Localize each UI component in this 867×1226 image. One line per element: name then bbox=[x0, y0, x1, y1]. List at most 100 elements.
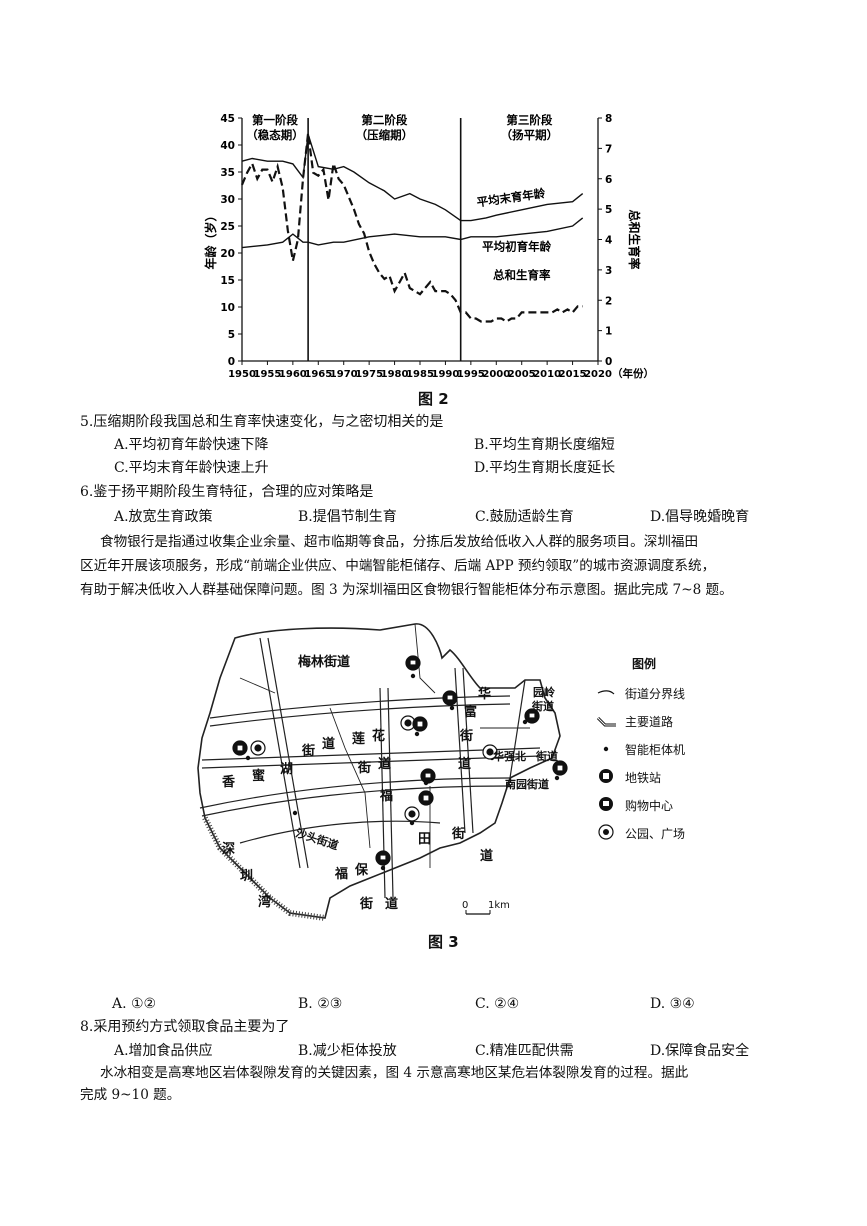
smart-cabinet bbox=[554, 775, 560, 781]
label-jie-s: 街 bbox=[451, 826, 465, 842]
x-tick-label: 2010 bbox=[533, 369, 561, 380]
stage-name: 第一阶段 bbox=[252, 113, 298, 127]
label-bao: 保 bbox=[354, 862, 369, 878]
legend-item-cabinet: 智能柜体机 bbox=[625, 742, 685, 757]
park-icon bbox=[482, 744, 498, 760]
x-tick-label: 1970 bbox=[330, 369, 358, 380]
q5-stem: 5.压缩期阶段我国总和生育率快速变化，与之密切相关的是 bbox=[80, 414, 444, 430]
boundary-5 bbox=[239, 677, 276, 694]
stage-subtitle: （扬平期） bbox=[501, 128, 559, 142]
x-tick-label: 1950 bbox=[228, 369, 256, 380]
series-line bbox=[241, 133, 584, 222]
shopping-center-icon bbox=[375, 850, 391, 866]
label-tian: 田 bbox=[418, 832, 431, 847]
fertility-age-chart: 0510152025303540450123456781950195519601… bbox=[203, 113, 654, 380]
shopping-center-icon bbox=[405, 655, 421, 671]
y-left-tick-label: 25 bbox=[220, 221, 235, 233]
label-xiang: 香 bbox=[221, 774, 236, 790]
legend-item-park: 公园、广场 bbox=[625, 827, 685, 841]
q8-option-b: B.减少柜体投放 bbox=[298, 1043, 397, 1059]
x-tick-label: 2015 bbox=[559, 369, 587, 380]
smart-cabinet bbox=[380, 865, 386, 871]
legend-subway-icon bbox=[599, 769, 613, 783]
series-line bbox=[240, 133, 583, 323]
smart-cabinet bbox=[410, 673, 416, 679]
q5-option-b: B.平均生育期长度缩短 bbox=[474, 437, 615, 453]
stage-subtitle: （压缩期） bbox=[356, 128, 414, 142]
label-futian-fu: 福 bbox=[334, 866, 348, 882]
main-road-v3b bbox=[462, 667, 474, 834]
legend-park-icon bbox=[598, 824, 614, 840]
park-icon bbox=[404, 806, 420, 822]
legend-boundary-icon bbox=[597, 690, 615, 695]
shenzhen-bay-coast bbox=[202, 816, 326, 921]
label-jiedao2: 街道 bbox=[535, 749, 558, 763]
subway-station-icon bbox=[418, 790, 434, 806]
x-tick-label: 1960 bbox=[279, 369, 307, 380]
x-tick-label: 1975 bbox=[355, 369, 383, 380]
x-tick-label: 1980 bbox=[381, 369, 409, 380]
figure3-caption: 图 3 bbox=[428, 933, 459, 951]
shopping-center-icon bbox=[524, 708, 540, 724]
q8-option-a: A.增加食品供应 bbox=[114, 1043, 213, 1059]
y-right-tick-label: 8 bbox=[605, 113, 612, 125]
q8-stem: 8.采用预约方式领取食品主要为了 bbox=[80, 1019, 290, 1035]
label-lian: 莲 bbox=[352, 731, 365, 747]
main-road-v4 bbox=[509, 679, 526, 779]
y-left-tick-label: 20 bbox=[220, 248, 235, 260]
q5-option-d: D.平均生育期长度延长 bbox=[474, 460, 616, 476]
label-dao-s: 道 bbox=[480, 848, 493, 864]
futian-map: 梅林街道 华 富 街 道 园岭 街道 香 蜜 湖 街 道 莲 花 街 道 华强北… bbox=[197, 623, 685, 921]
q7-option-c: C. ②④ bbox=[475, 996, 520, 1012]
stage-name: 第三阶段 bbox=[506, 113, 552, 127]
passage2-line2: 完成 9~10 题。 bbox=[80, 1087, 181, 1103]
smart-cabinet bbox=[409, 820, 415, 826]
figure2-caption: 图 2 bbox=[418, 390, 449, 408]
smart-cabinet bbox=[292, 810, 298, 816]
park-icon bbox=[250, 740, 266, 756]
y-right-tick-label: 5 bbox=[605, 204, 612, 216]
q8-option-d: D.保障食品安全 bbox=[650, 1043, 750, 1059]
boundary-2 bbox=[414, 623, 436, 694]
y-right-tick-label: 1 bbox=[605, 326, 612, 338]
label-meilin: 梅林街道 bbox=[298, 654, 350, 670]
main-road-3b bbox=[201, 785, 511, 817]
label-dao-m: 道 bbox=[378, 756, 391, 772]
label-jie-m: 街 bbox=[357, 760, 371, 776]
subway-station-icon bbox=[232, 740, 248, 756]
scale-km: 1km bbox=[488, 900, 510, 911]
q6-option-a: A.放宽生育政策 bbox=[114, 509, 213, 525]
x-unit-label: （年份） bbox=[612, 367, 654, 380]
subway-station-icon bbox=[412, 716, 428, 732]
q5-option-c: C.平均末育年龄快速上升 bbox=[114, 460, 269, 476]
y-left-axis-title: 年龄（岁） bbox=[203, 209, 218, 269]
q6-stem: 6.鉴于扬平期阶段生育特征，合理的应对策略是 bbox=[80, 484, 374, 500]
main-road-4 bbox=[239, 820, 441, 844]
subway-station-icon bbox=[552, 760, 568, 776]
main-road-3 bbox=[199, 777, 511, 809]
smart-cabinet bbox=[245, 755, 251, 761]
label-jie-b: 街 bbox=[359, 896, 373, 912]
boundary-1 bbox=[329, 707, 371, 849]
label-shen: 深 bbox=[222, 841, 235, 857]
label-wan: 湾 bbox=[258, 894, 271, 910]
y-right-tick-label: 4 bbox=[605, 235, 612, 247]
label-mi: 蜜 bbox=[252, 768, 265, 784]
label-zhen: 圳 bbox=[240, 868, 253, 884]
legend-item-subway: 地铁站 bbox=[625, 771, 661, 785]
x-tick-label: 1965 bbox=[304, 369, 332, 380]
label-nanyuan: 南园街道 bbox=[505, 777, 549, 791]
passage1-line2: 区近年开展该项服务，形成“前端企业供应、中端智能柜储存、后端 APP 预约领取”… bbox=[80, 558, 716, 574]
q7-option-a: A. ①② bbox=[112, 996, 157, 1012]
label-hu: 湖 bbox=[280, 762, 293, 777]
main-road-v1b bbox=[267, 637, 309, 869]
passage1-line1: 食物银行是指通过收集企业余量、超市临期等食品，分拣后发放给低收入人群的服务项目。… bbox=[100, 534, 699, 550]
q7-option-b: B. ②③ bbox=[298, 996, 343, 1012]
y-left-tick-label: 40 bbox=[220, 140, 235, 152]
smart-cabinet bbox=[522, 719, 528, 725]
main-road-v1 bbox=[259, 637, 301, 869]
y-left-tick-label: 10 bbox=[220, 302, 235, 314]
series-line bbox=[241, 217, 584, 249]
label-yuanling2: 街道 bbox=[531, 699, 554, 713]
q5-option-a: A.平均初育年龄快速下降 bbox=[114, 437, 269, 453]
